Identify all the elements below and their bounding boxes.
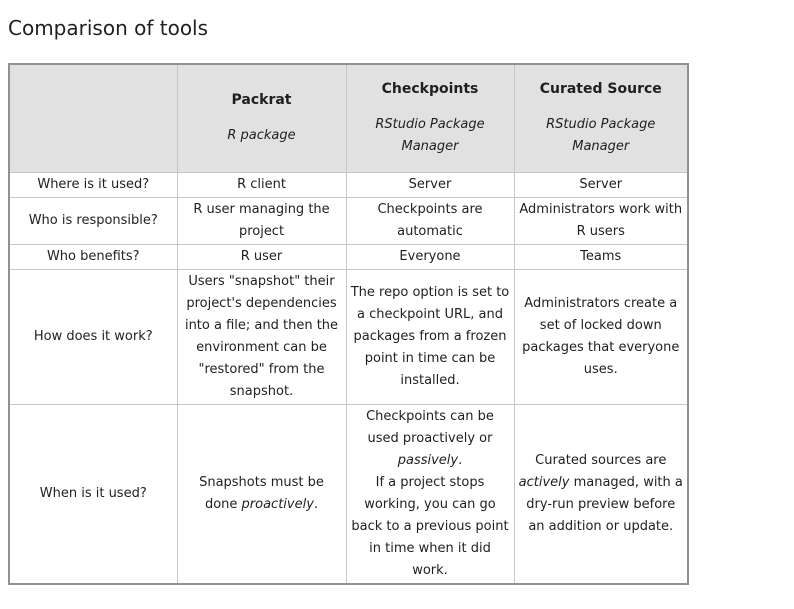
- emphasized-text: passively: [397, 452, 459, 468]
- header-row: Packrat R package Checkpoints RStudio Pa…: [8, 63, 689, 173]
- table-cell: Everyone: [345, 243, 515, 270]
- table-cell: Checkpoints are automatic: [345, 196, 515, 245]
- row-label: How does it work?: [8, 268, 178, 405]
- comparison-table: Packrat R package Checkpoints RStudio Pa…: [8, 63, 689, 585]
- row-label: Who is responsible?: [8, 196, 178, 245]
- table-cell: Snapshots must be done proactively.: [176, 403, 347, 584]
- table-cell: R user: [176, 243, 347, 270]
- column-subtitle-checkpoints: RStudio Package Manager: [375, 116, 485, 154]
- column-subtitle-packrat: R package: [227, 127, 296, 143]
- emphasized-text: actively: [518, 474, 570, 490]
- table-cell: R client: [176, 171, 347, 198]
- table-row: When is it used?Snapshots must be done p…: [8, 403, 689, 584]
- table-cell: Administrators work with R users: [513, 196, 689, 245]
- table-cell: R user managing the project: [176, 196, 347, 245]
- header-cell-curated-source: Curated Source RStudio Package Manager: [513, 63, 689, 173]
- header-cell-packrat: Packrat R package: [176, 63, 347, 173]
- header-cell-empty: [8, 63, 178, 173]
- row-label: Where is it used?: [8, 171, 178, 198]
- table-cell: Server: [345, 171, 515, 198]
- table-cell: Administrators create a set of locked do…: [513, 268, 689, 405]
- row-label: When is it used?: [8, 403, 178, 584]
- table-cell: Checkpoints can be used proactively or p…: [345, 403, 515, 584]
- header-cell-checkpoints: Checkpoints RStudio Package Manager: [345, 63, 515, 173]
- column-subtitle-curated-source: RStudio Package Manager: [546, 116, 656, 154]
- table-cell: Curated sources are actively managed, wi…: [513, 403, 689, 584]
- table-cell: The repo option is set to a checkpoint U…: [345, 268, 515, 405]
- column-title-checkpoints: Checkpoints: [381, 80, 479, 97]
- table-row: Who is responsible?R user managing the p…: [8, 196, 689, 245]
- table-cell: Users "snapshot" their project's depende…: [176, 268, 347, 405]
- table-cell: Server: [513, 171, 689, 198]
- table-cell: Teams: [513, 243, 689, 270]
- row-label: Who benefits?: [8, 243, 178, 270]
- emphasized-text: proactively: [241, 496, 314, 512]
- table-row: How does it work?Users "snapshot" their …: [8, 268, 689, 405]
- column-title-packrat: Packrat: [231, 91, 292, 108]
- column-title-curated-source: Curated Source: [539, 80, 662, 97]
- page-title: Comparison of tools: [8, 16, 209, 40]
